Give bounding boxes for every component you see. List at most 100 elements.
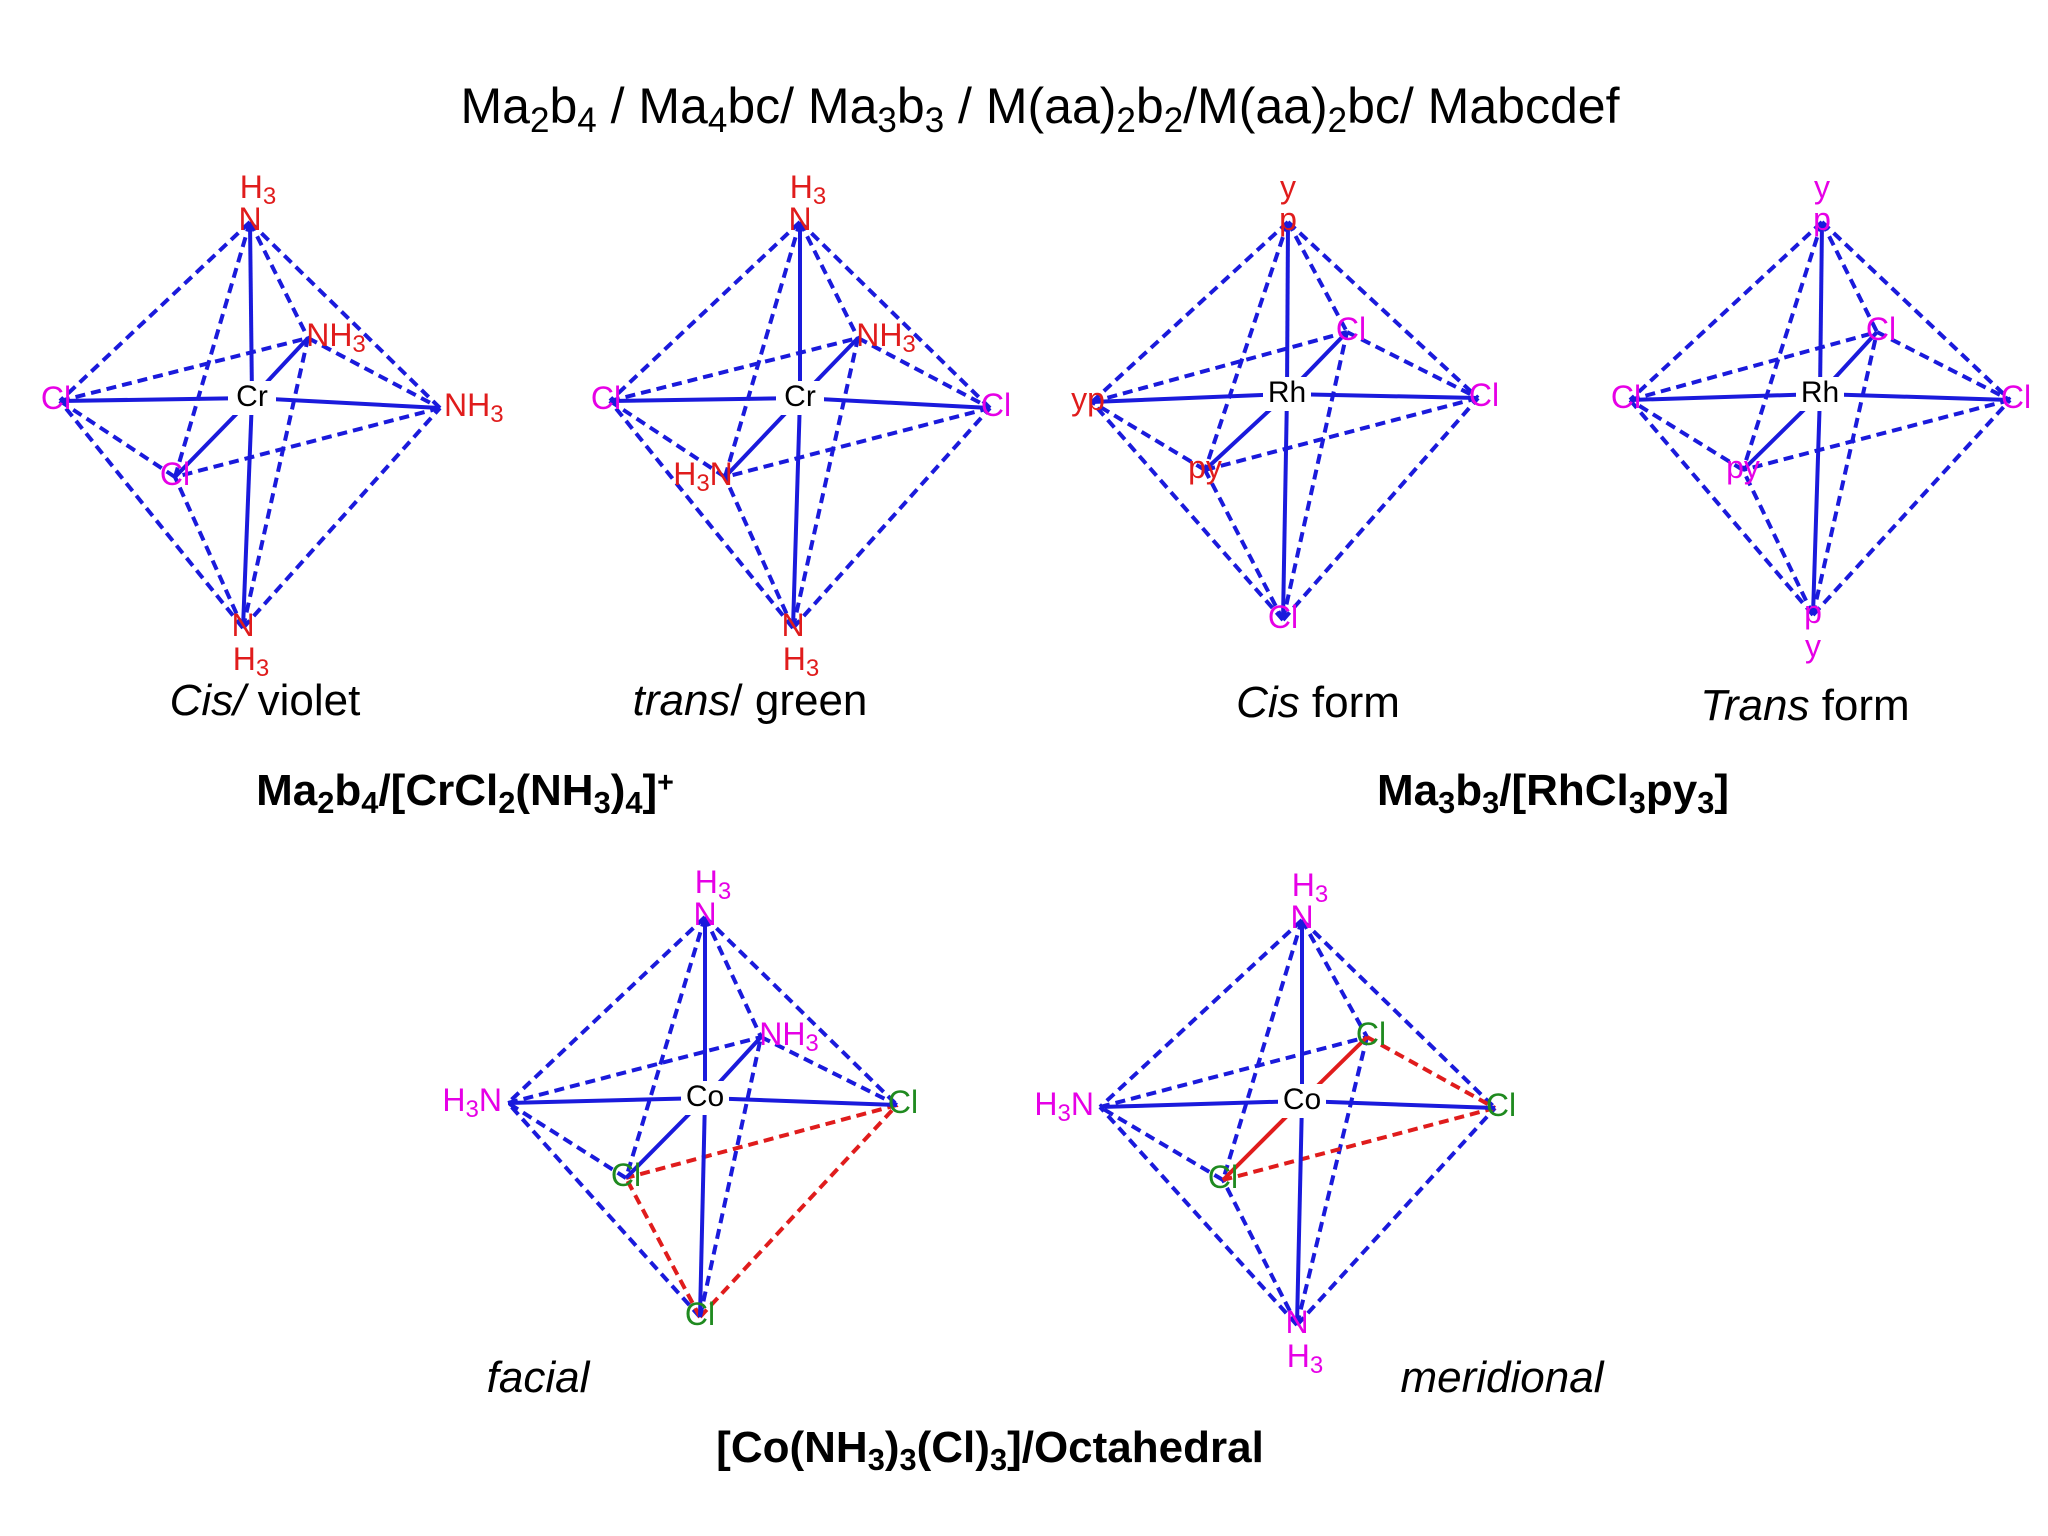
center-backing <box>1263 377 1311 411</box>
ligand-top-extra: y <box>1814 169 1830 205</box>
ligand-front: H3N <box>673 456 733 496</box>
octahedron-edge <box>608 220 802 403</box>
ligand-bottom-extra: H3 <box>783 641 819 681</box>
metal-ligand-bond <box>1811 393 1822 616</box>
ligand-top-extra: H3 <box>790 169 826 209</box>
octahedron-edge <box>1203 469 1285 621</box>
ligand-left: Cl <box>41 380 71 416</box>
ligand-bottom: N <box>781 607 804 643</box>
octahedron-edge <box>1742 398 2011 472</box>
subtitle-sub-co: [Co(NH3)3(Cl)3]/Octahedral <box>716 1423 1264 1477</box>
octahedron-edge <box>507 1035 762 1105</box>
ligand-left: H3N <box>1034 1086 1094 1126</box>
octahedron-edge <box>1346 330 1479 400</box>
metal-center: Co <box>686 1080 724 1113</box>
caption-trans-cr: trans/ green <box>633 676 868 725</box>
metal-ligand-bond <box>507 1096 706 1105</box>
octahedron-edge <box>1628 398 1745 472</box>
octahedron-edge <box>1222 1106 1496 1182</box>
octahedron-edge <box>174 406 441 479</box>
octahedron-edge <box>1741 221 1824 471</box>
octahedron-edge <box>1091 330 1348 404</box>
octahedron-edge <box>1300 919 1369 1038</box>
octahedron-edge <box>798 221 860 339</box>
octahedron-edge <box>1090 400 1285 622</box>
octahedron-edge <box>1090 400 1207 472</box>
ligand-left: Cl <box>1611 379 1641 415</box>
metal-ligand-bond <box>248 221 254 399</box>
octahedron-edge <box>723 221 802 478</box>
metal-ligand-bond <box>609 396 801 403</box>
ligand-right: Cl <box>888 1084 918 1120</box>
octahedron-edge <box>1366 1035 1496 1110</box>
ligand-bottom-extra: y <box>1805 628 1821 664</box>
metal-ligand-bond <box>1818 221 1824 395</box>
octahedron-edge <box>58 399 177 479</box>
octahedron-edge <box>608 399 795 630</box>
octahedron-edge <box>698 1103 899 1319</box>
ligand-back: Cl <box>1336 311 1366 347</box>
metal-center: Cr <box>236 380 268 413</box>
octahedron-edge <box>1741 469 1815 616</box>
center-backing <box>1278 1084 1326 1118</box>
octahedron-edge <box>1090 220 1290 404</box>
ligand-bottom: p <box>1804 594 1822 630</box>
octahedron-edge <box>248 221 310 339</box>
octahedron-edge <box>1820 221 1879 333</box>
octahedron-edge <box>703 915 899 1107</box>
ligand-right: NH3 <box>444 387 504 427</box>
ligand-left: yp <box>1071 381 1105 417</box>
ligand-top: p <box>1279 201 1297 237</box>
octahedron-edge <box>506 1101 702 1319</box>
octahedron-edge <box>791 406 992 630</box>
octahedron-edge <box>703 916 763 1038</box>
metal-ligand-bond <box>1819 392 2011 402</box>
ligand-top: N <box>788 201 811 237</box>
center-backing <box>776 381 824 415</box>
metal-ligand-bond <box>241 397 254 629</box>
ligand-right: Cl <box>2001 379 2031 415</box>
octahedron-edge <box>624 916 707 1179</box>
metal-center: Rh <box>1268 376 1306 409</box>
octahedron-edge <box>1629 330 1878 402</box>
metal-ligand-bond <box>1091 392 1288 404</box>
octahedron-edge <box>58 220 252 403</box>
ligand-top-extra: H3 <box>240 169 276 209</box>
octahedron-edge <box>724 406 991 479</box>
metal-ligand-bond <box>1301 1099 1496 1110</box>
ligand-front: Cl <box>1208 1159 1238 1195</box>
metal-center: Co <box>1283 1083 1321 1116</box>
ligand-front: Cl <box>611 1157 641 1193</box>
metal-center: Cr <box>784 380 816 413</box>
ligand-right: Cl <box>1486 1087 1516 1123</box>
center-backing <box>681 1081 729 1115</box>
ligand-top-extra: y <box>1280 169 1296 205</box>
octahedron-edge <box>1628 398 1815 617</box>
caption-mer-co: meridional <box>1401 1353 1605 1402</box>
ligand-front: Cl <box>160 456 190 492</box>
ligand-bottom: N <box>231 607 254 643</box>
octahedron-edge <box>1876 330 2011 402</box>
octahedron-edge <box>248 220 442 410</box>
ligand-top-extra: H3 <box>695 864 731 904</box>
metal-ligand-bond <box>704 1096 898 1107</box>
ligand-top: N <box>1290 899 1313 935</box>
metal-ligand-bond <box>1281 393 1289 621</box>
ligand-back: NH3 <box>759 1016 819 1056</box>
octahedron-edge <box>1281 396 1480 622</box>
octahedron-edge <box>1811 398 2012 617</box>
metal-ligand-bond <box>1285 221 1290 395</box>
metal-ligand-bond <box>698 1097 707 1318</box>
octahedron-edge <box>173 476 245 629</box>
octahedron-edge <box>1099 1035 1368 1109</box>
octahedron-edge <box>609 336 859 403</box>
octahedron-edge <box>506 915 707 1105</box>
octahedron-edge <box>760 1035 898 1107</box>
ligand-bottom-extra: H3 <box>233 641 269 681</box>
ligand-bottom: Cl <box>1268 599 1298 635</box>
octahedron-edge <box>58 399 245 630</box>
